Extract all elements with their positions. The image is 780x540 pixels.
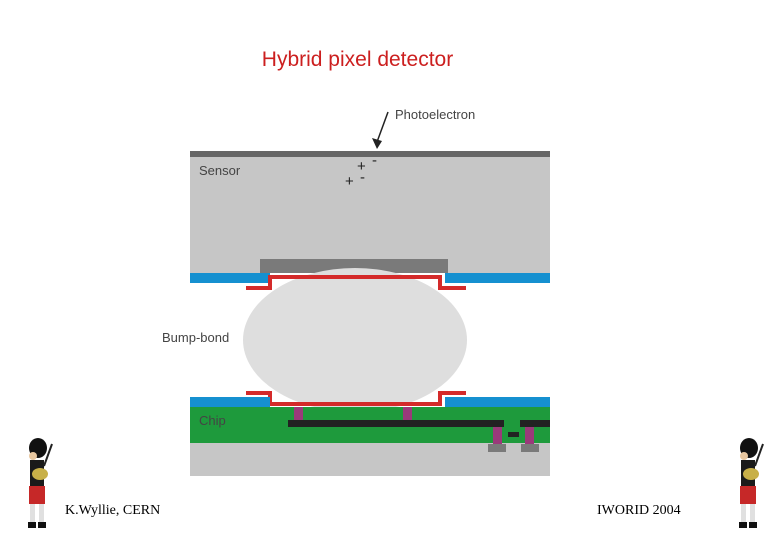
charge-minus-upper: - <box>372 152 377 169</box>
chip-via-right <box>403 407 412 420</box>
bump-bond-label: Bump-bond <box>162 330 229 345</box>
photoelectron-label: Photoelectron <box>395 107 475 122</box>
photoelectron-arrowhead <box>372 138 382 149</box>
sensor-bump-metal <box>246 275 466 290</box>
chip-via-left <box>294 407 303 420</box>
charge-plus-upper: + <box>357 158 366 175</box>
bagpiper-icon <box>28 438 53 528</box>
slide-title: Hybrid pixel detector <box>261 48 454 71</box>
transistor-via-right <box>525 427 534 444</box>
chip-passivation-right <box>445 397 550 407</box>
chip-label: Chip <box>199 413 226 428</box>
bagpiper-icon <box>739 438 764 528</box>
sensor-pixel-implant <box>260 259 448 273</box>
sensor-top-electrode <box>190 151 550 157</box>
sensor-layer <box>190 157 550 273</box>
transistor-drain <box>488 444 506 452</box>
footer-conference: IWORID 2004 <box>597 503 681 518</box>
chip-metal-trace <box>288 420 504 427</box>
transistor-source <box>521 444 539 452</box>
sensor-passivation-right <box>445 273 550 283</box>
charge-minus-lower: - <box>360 169 365 186</box>
transistor-gate <box>508 432 519 437</box>
sensor-passivation-left <box>190 273 270 283</box>
sensor-label: Sensor <box>199 163 241 178</box>
photoelectron-arrow <box>376 111 389 143</box>
chip-bump-metal <box>246 391 466 406</box>
chip-metal-trace-right <box>520 420 550 427</box>
bump-bond-ball <box>243 268 467 412</box>
chip-passivation-left <box>190 397 270 407</box>
transistor-via-left <box>493 427 502 444</box>
charge-plus-lower: + <box>345 173 354 190</box>
footer-author: K.Wyllie, CERN <box>65 503 161 518</box>
